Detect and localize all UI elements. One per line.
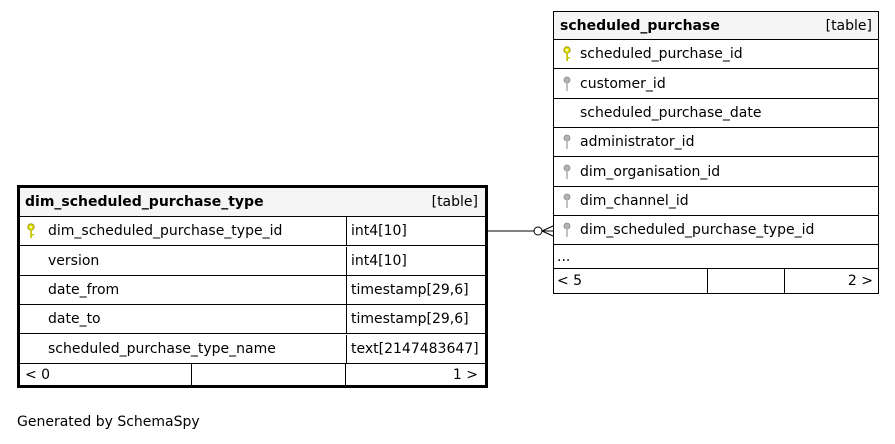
table-kind-label: [table] [431,194,478,210]
footer-spacer [191,364,346,385]
dim-scheduled-purchase-type-table[interactable]: dim_scheduled_purchase_type [table] dim_… [17,185,488,388]
column-type: text[2147483647] [346,335,485,363]
column-row[interactable]: version int4[10] [20,247,485,276]
column-name: dim_channel_id [580,193,689,209]
generated-by-footer: Generated by SchemaSpy [17,414,200,430]
table-header: scheduled_purchase [table] [554,12,878,40]
column-name: date_to [48,311,101,327]
column-name: date_from [48,282,120,298]
column-row[interactable]: scheduled_purchase_id [554,40,878,69]
column-row[interactable]: customer_id [554,69,878,99]
column-name: scheduled_purchase_type_name [48,341,276,357]
table-footer: < 5 2 > [554,269,878,293]
parents-count[interactable]: < 5 [557,273,583,289]
column-type: int4[10] [346,217,485,245]
column-row[interactable]: scheduled_purchase_type_name text[214748… [20,335,485,364]
column-name: scheduled_purchase_date [580,105,762,121]
parents-count[interactable]: < 0 [25,366,51,383]
column-type: timestamp[29,6] [346,276,485,304]
key-icon [26,223,36,239]
table-header: dim_scheduled_purchase_type [table] [20,188,485,217]
crowfoot-upper [541,225,554,232]
column-row[interactable]: scheduled_purchase_date [554,99,878,128]
more-columns-row[interactable]: ... [554,245,878,269]
foreign-key-icon [562,134,572,150]
scheduled-purchase-table[interactable]: scheduled_purchase [table] scheduled_pur… [553,11,879,294]
column-name: dim_scheduled_purchase_type_id [580,222,815,238]
column-row[interactable]: date_to timestamp[29,6] [20,305,485,334]
column-row[interactable]: dim_channel_id [554,187,878,216]
foreign-key-icon [562,222,572,238]
column-row[interactable]: dim_scheduled_purchase_type_id int4[10] [20,217,485,246]
foreign-key-icon [562,164,572,180]
foreign-key-icon [562,76,572,92]
children-count[interactable]: 2 > [847,273,873,289]
column-name: version [48,253,100,269]
crowfoot-lower [541,230,554,237]
column-type: timestamp[29,6] [346,305,485,333]
column-name: administrator_id [580,134,695,150]
column-row[interactable]: dim_organisation_id [554,157,878,187]
table-footer: < 0 1 > [20,364,485,385]
more-columns-ellipsis: ... [557,248,571,265]
foreign-key-icon [562,193,572,209]
footer-spacer [707,269,785,293]
zero-cardinality-marker [533,226,543,236]
table-kind-label: [table] [825,17,872,34]
table-title: scheduled_purchase [560,17,720,34]
column-row[interactable]: dim_scheduled_purchase_type_id [554,216,878,245]
column-name: dim_organisation_id [580,163,721,180]
table-title: dim_scheduled_purchase_type [25,194,264,210]
column-row[interactable]: administrator_id [554,128,878,157]
column-name: dim_scheduled_purchase_type_id [48,223,283,239]
key-icon [562,46,572,62]
column-type: int4[10] [346,247,485,275]
children-count[interactable]: 1 > [452,366,478,383]
column-name: customer_id [580,75,666,92]
column-row[interactable]: date_from timestamp[29,6] [20,276,485,305]
column-name: scheduled_purchase_id [580,46,743,62]
